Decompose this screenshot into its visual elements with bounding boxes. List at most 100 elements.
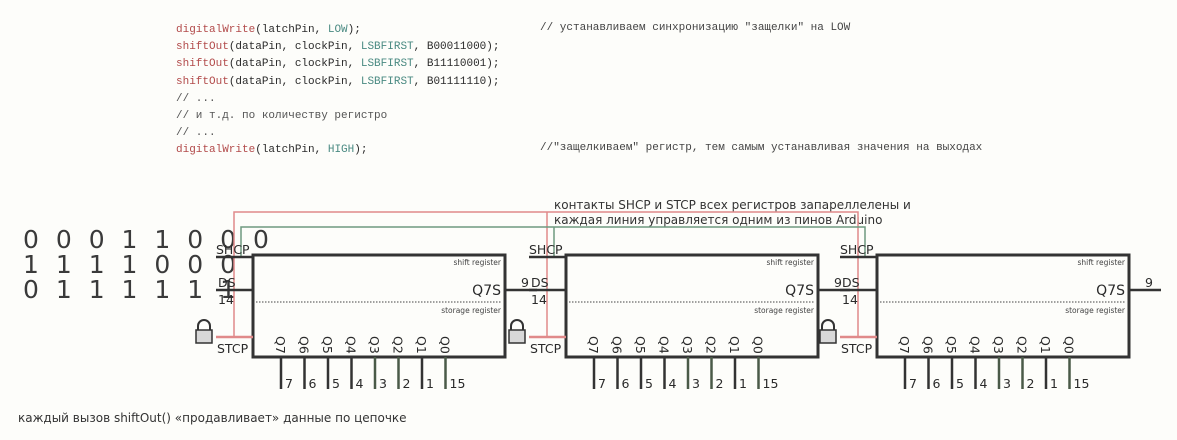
code-block: digitalWrite(latchPin, LOW);shiftOut(dat… <box>176 22 499 160</box>
code-line: shiftOut(dataPin, clockPin, LSBFIRST, B0… <box>176 39 499 56</box>
shift-register-label: shift register <box>1077 258 1125 267</box>
output-pin-number: 5 <box>956 376 964 391</box>
code-constant: HIGH <box>327 144 355 157</box>
shift-register-label: shift register <box>766 258 814 267</box>
output-pin-number: 4 <box>356 376 364 391</box>
output-pin-number: 2 <box>716 376 724 391</box>
bit-pattern: 1 1 1 1 0 0 0 1 <box>23 250 273 279</box>
output-label: Q6 <box>610 336 625 354</box>
output-label: Q7 <box>586 336 601 354</box>
function-name: digitalWrite <box>176 24 256 36</box>
code-line: shiftOut(dataPin, clockPin, LSBFIRST, B1… <box>176 56 499 73</box>
shift-register-chip <box>875 253 1131 359</box>
lock-icon-body <box>195 329 213 344</box>
output-label: Q0 <box>1062 336 1077 354</box>
output-label: Q5 <box>944 336 959 354</box>
latch-wire <box>233 211 859 337</box>
output-label: Q1 <box>414 336 429 354</box>
output-pin-number: 7 <box>285 376 293 391</box>
code-line: digitalWrite(latchPin, HIGH); <box>176 142 499 159</box>
output-label: Q0 <box>438 336 453 354</box>
wiring-note-line2: каждая линия управляется одним из пинов … <box>554 213 882 227</box>
clock-wire <box>240 226 866 257</box>
output-pin-number: 7 <box>909 376 917 391</box>
wiring-note-line1: контакты SHCP и STCP всех регистров запа… <box>554 198 911 212</box>
output-label: Q3 <box>991 336 1006 354</box>
ds-label: DS <box>531 275 549 290</box>
output-label: Q5 <box>320 336 335 354</box>
stcp-label: STCP <box>841 341 873 356</box>
output-pin-number: 1 <box>1050 376 1058 391</box>
shcp-label: SHCP <box>529 242 563 257</box>
function-name: shiftOut <box>176 58 229 71</box>
output-label: Q6 <box>297 336 312 354</box>
lock-icon <box>510 319 524 330</box>
output-pin-number: 1 <box>739 376 747 391</box>
q7s-label: Q7S <box>1096 283 1125 299</box>
output-pin-number: 4 <box>980 376 988 391</box>
output-label: Q3 <box>367 336 382 354</box>
stcp-label: STCP <box>217 341 249 356</box>
output-label: Q1 <box>1038 336 1053 354</box>
code-line: // ... <box>176 125 499 142</box>
output-pin-number: 2 <box>1027 376 1035 391</box>
storage-register-label: storage register <box>1065 306 1126 315</box>
output-label: Q7 <box>897 336 912 354</box>
function-name: shiftOut <box>176 75 229 88</box>
code-comment: // и т.д. по количеству регистро <box>176 110 388 123</box>
code-args: (latchPin, <box>255 144 328 157</box>
comment-latch-high: //"защелкиваем" регистр, тем самым устан… <box>540 142 983 154</box>
q7s-label: Q7S <box>472 283 501 299</box>
stcp-label: STCP <box>530 341 562 356</box>
output-label: Q6 <box>921 336 936 354</box>
lock-icon-body <box>819 329 837 344</box>
code-comment: // ... <box>176 92 216 105</box>
ds-label: DS <box>842 275 860 290</box>
storage-register-label: storage register <box>441 306 502 315</box>
output-label: Q4 <box>968 336 983 354</box>
comment-latch-low: // устанавливаем синхронизацию "защелки"… <box>540 22 851 34</box>
output-label: Q3 <box>680 336 695 354</box>
q7s-pin-number: 9 <box>521 275 529 290</box>
code-line: shiftOut(dataPin, clockPin, LSBFIRST, B0… <box>176 74 499 91</box>
code-line: // и т.д. по количеству регистро <box>176 108 499 125</box>
code-args: ); <box>354 144 368 157</box>
code-args: (latchPin, <box>255 24 328 36</box>
code-constant: LSBFIRST <box>360 75 414 88</box>
shift-register-label: shift register <box>453 258 501 267</box>
ds-label: DS <box>218 275 236 290</box>
output-pin-number: 3 <box>1003 376 1011 391</box>
code-line: digitalWrite(latchPin, LOW); <box>176 22 499 39</box>
code-args: ); <box>347 24 361 36</box>
ds-pin-number: 14 <box>842 292 858 307</box>
code-args: , B00011000); <box>413 41 500 54</box>
output-pin-number: 6 <box>309 376 317 391</box>
lock-icon <box>821 319 835 330</box>
lock-icon <box>197 319 211 330</box>
function-name: shiftOut <box>176 41 229 54</box>
output-pin-number: 15 <box>1074 376 1090 391</box>
function-name: digitalWrite <box>176 144 256 157</box>
code-args: (dataPin, clockPin, <box>228 75 361 88</box>
shift-register-chip <box>564 253 820 359</box>
storage-register-label: storage register <box>754 306 815 315</box>
output-pin-number: 7 <box>598 376 606 391</box>
output-pin-number: 3 <box>379 376 387 391</box>
output-pin-number: 4 <box>669 376 677 391</box>
output-label: Q0 <box>751 336 766 354</box>
output-label: Q4 <box>657 336 672 354</box>
ds-pin-number: 14 <box>218 292 234 307</box>
code-constant: LSBFIRST <box>360 58 414 71</box>
output-pin-number: 15 <box>450 376 466 391</box>
output-label: Q7 <box>273 336 288 354</box>
output-label: Q5 <box>633 336 648 354</box>
code-args: , B01111110); <box>413 75 500 88</box>
q7s-pin-number: 9 <box>1145 275 1153 290</box>
code-args: , B11110001); <box>413 58 500 71</box>
output-pin-number: 5 <box>332 376 340 391</box>
output-pin-number: 6 <box>933 376 941 391</box>
code-args: (dataPin, clockPin, <box>228 58 361 71</box>
q7s-label: Q7S <box>785 283 814 299</box>
bit-pattern: 0 0 0 1 1 0 0 0 <box>23 225 273 254</box>
